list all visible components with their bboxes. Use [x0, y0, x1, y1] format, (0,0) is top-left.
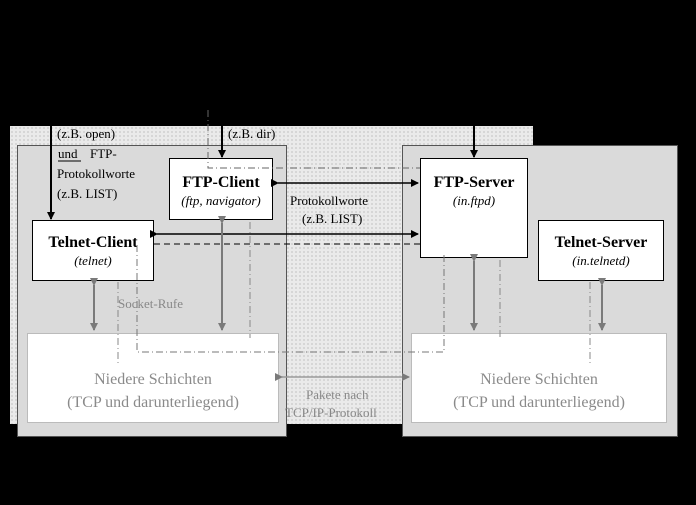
- label-pakete-nach: Pakete nach: [306, 387, 369, 402]
- telnet-server-title: Telnet-Server: [554, 234, 648, 251]
- lower-layers-client-title: Niedere Schichten: [94, 371, 212, 388]
- lower-layers-server-title: Niedere Schichten: [480, 371, 598, 388]
- lower-layers-client-subtitle: (TCP und darunterliegend): [67, 394, 239, 411]
- label-ftp: FTP-: [90, 146, 117, 161]
- label-protokollworte-mid: Protokollworte: [290, 193, 368, 208]
- ftp-client-title: FTP-Client: [182, 174, 260, 191]
- telnet-server-box: Telnet-Server (in.telnetd): [538, 220, 664, 281]
- lower-layers-server-subtitle: (TCP und darunterliegend): [453, 394, 625, 411]
- label-z-b-list-mid: (z.B. LIST): [302, 211, 363, 226]
- telnet-client-subtitle: (telnet): [74, 253, 112, 268]
- lower-layers-server: Niedere Schichten (TCP und darunterliege…: [411, 333, 667, 423]
- ftp-server-title: FTP-Server: [433, 174, 515, 191]
- label-und: und: [58, 146, 78, 161]
- label-socket-rufe: Socket-Rufe: [118, 296, 183, 311]
- label-tcp-ip-protokoll: TCP/IP-Protokoll: [285, 405, 377, 420]
- ftp-server-subtitle: (in.ftpd): [452, 193, 496, 208]
- telnet-client-box: Telnet-Client (telnet): [32, 220, 154, 281]
- telnet-client-title: Telnet-Client: [48, 234, 138, 251]
- label-protokollworte-left: Protokollworte: [57, 166, 135, 181]
- telnet-server-subtitle: (in.telnetd): [572, 253, 630, 268]
- ftp-server-box: FTP-Server (in.ftpd): [420, 158, 528, 258]
- label-z-b-list-left: (z.B. LIST): [57, 186, 118, 201]
- label-z-b-open: (z.B. open): [57, 126, 116, 141]
- label-z-b-dir: (z.B. dir): [228, 126, 276, 141]
- lower-layers-client: Niedere Schichten (TCP und darunterliege…: [27, 333, 279, 423]
- ftp-client-subtitle: (ftp, navigator): [181, 193, 261, 208]
